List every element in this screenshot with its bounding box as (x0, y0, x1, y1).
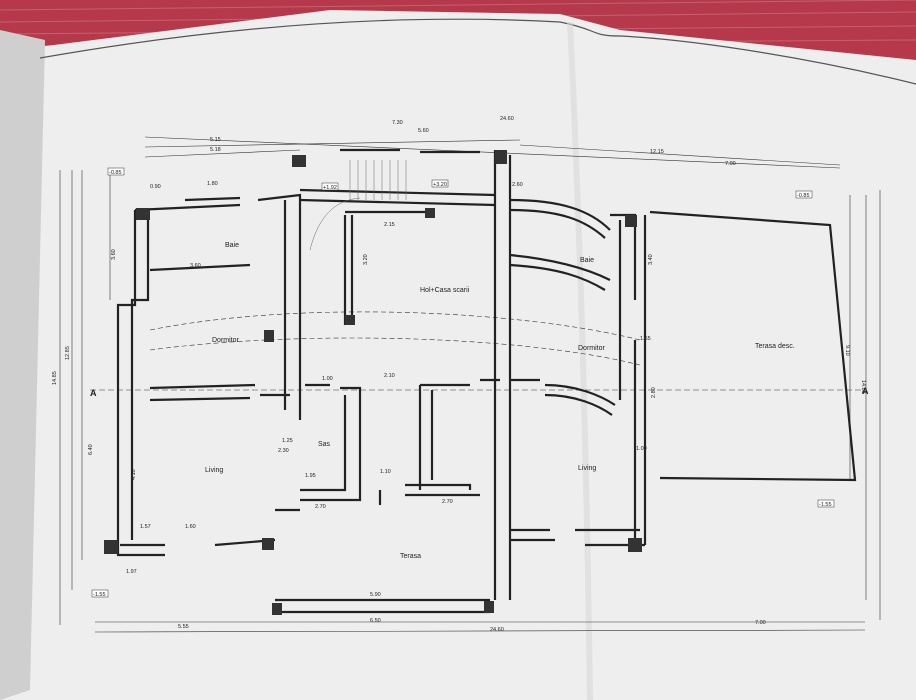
dim-terasa-5-90: 5.90 (370, 592, 381, 598)
level-5: +1.92 (323, 185, 337, 191)
level-3: -1.55 (93, 592, 106, 598)
dim-small-7: 1.95 (305, 473, 316, 479)
page-fold (567, 21, 593, 700)
room-terasa-desc: Terasa desc. (755, 343, 795, 350)
dim-small-4: 2.10 (384, 373, 395, 379)
dim-right-9-10: 9.10 (844, 345, 850, 356)
left-page-shadow (0, 30, 45, 700)
dim-top-12-15: 12.15 (650, 149, 664, 155)
dim-top-total: 24.60 (500, 116, 514, 122)
dim-left-12-85: 12.85 (65, 346, 71, 360)
wall-posts (104, 150, 642, 615)
dim-small-18: 1.65 (640, 336, 651, 342)
level-6: +3.20 (433, 182, 447, 188)
room-dormitor-right: Dormitor (578, 345, 606, 352)
page-curve (39, 18, 916, 85)
dim-left-3-60: 3.60 (111, 249, 117, 260)
room-dormitor-left: Dormitor (212, 337, 240, 344)
level-markers (91, 167, 835, 598)
dim-small-2: 1.60 (185, 524, 196, 530)
dim-terasa-2-70b: 2.70 (442, 499, 453, 505)
dim-bottom-7-00: 7.00 (755, 620, 766, 626)
section-mark-left: A (90, 388, 97, 398)
dim-terasa-2-70a: 2.70 (315, 504, 326, 510)
dim-small-11: 2.15 (384, 222, 395, 228)
room-baie-left: Baie (225, 242, 239, 249)
dim-small-1: 1.80 (207, 181, 218, 187)
dim-small-20: 1.00 (636, 446, 647, 452)
level-4: -1.55 (819, 502, 832, 508)
room-sas: Sas (318, 441, 331, 448)
dim-small-9: 1.25 (282, 438, 293, 444)
dim-small-6: 1.57 (140, 524, 151, 530)
dim-top-5-18: 5.18 (210, 147, 221, 153)
room-living-left: Living (205, 467, 223, 474)
dim-small-10: 1.10 (380, 469, 391, 475)
stair (309, 160, 407, 251)
dim-left-14-85: 14.85 (52, 371, 58, 385)
room-living-right: Living (578, 465, 596, 472)
dim-small-12: 3.20 (363, 254, 369, 265)
level-2: -0.85 (797, 193, 810, 199)
walls (116, 148, 857, 614)
dim-top-5-60: 5.60 (418, 128, 429, 134)
dim-small-17: 0.90 (150, 184, 161, 190)
dim-small-19: 2.80 (651, 387, 657, 398)
dim-top-7-00: 7.00 (725, 161, 736, 167)
dim-small-5: 3.60 (190, 263, 201, 269)
dim-bottom-5-55: 5.55 (178, 624, 189, 630)
paper-sheet (0, 10, 916, 700)
section-mark-right: A (862, 386, 869, 396)
dim-small-14: 4.10 (131, 469, 137, 480)
room-terasa: Terasa (400, 553, 421, 560)
level-1: -0.85 (109, 170, 122, 176)
dimension-lines (59, 136, 881, 633)
dim-bottom-6-50: 6.50 (370, 618, 381, 624)
dim-small-3: 1.00 (322, 376, 333, 382)
room-hol: Hol+Casa scarii (420, 287, 470, 294)
dim-left-6-40: 6.40 (88, 444, 94, 455)
dim-small-16: 1.97 (126, 569, 137, 575)
dim-small-8: 2.30 (278, 448, 289, 454)
dim-bottom-total: 24.60 (490, 627, 504, 633)
dim-small-13: 2.60 (512, 182, 523, 188)
dim-top-5-15: 5.15 (210, 137, 221, 143)
dim-top-7-30: 7.30 (392, 120, 403, 126)
dim-right-14-85: 14.85 (860, 380, 866, 394)
room-baie-right: Baie (580, 257, 594, 264)
dim-small-15: 3.40 (648, 254, 654, 265)
